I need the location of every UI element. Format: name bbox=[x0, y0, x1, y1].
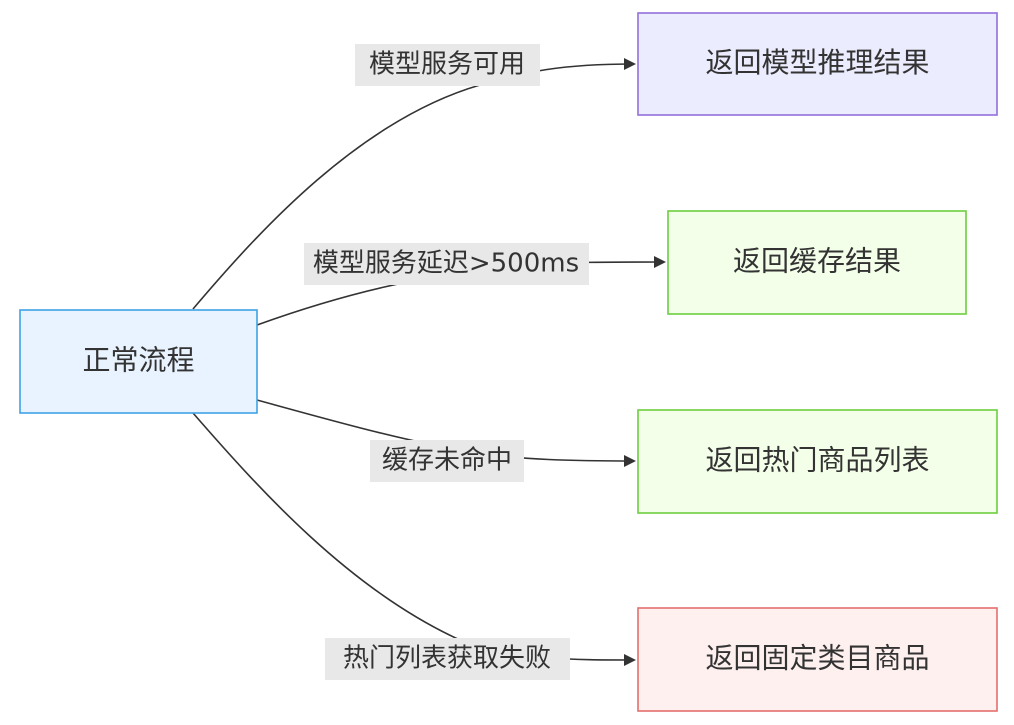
edge-label-bg bbox=[355, 44, 540, 86]
node-target-1[interactable]: 返回模型推理结果 bbox=[637, 12, 998, 116]
node-target-label: 返回固定类目商品 bbox=[705, 642, 929, 675]
edge-label-text: 热门列表获取失败 bbox=[343, 644, 551, 674]
node-target-box bbox=[667, 210, 967, 315]
node-target-4[interactable]: 返回固定类目商品 bbox=[637, 607, 998, 712]
edge-label-2: 模型服务延迟>500ms bbox=[304, 243, 589, 285]
node-target-3[interactable]: 返回热门商品列表 bbox=[637, 409, 998, 514]
node-target-box bbox=[637, 12, 998, 116]
edge-label-bg bbox=[325, 638, 570, 680]
edge-label-4: 热门列表获取失败 bbox=[325, 638, 570, 680]
node-target-box bbox=[637, 409, 998, 514]
node-target-label: 返回缓存结果 bbox=[733, 245, 901, 278]
node-source[interactable]: 正常流程 bbox=[19, 309, 258, 414]
edge-label-text: 模型服务延迟>500ms bbox=[313, 249, 579, 279]
node-target-label: 返回模型推理结果 bbox=[705, 46, 929, 79]
edge-label-bg bbox=[370, 440, 524, 482]
node-source-label: 正常流程 bbox=[82, 344, 194, 377]
node-target-2[interactable]: 返回缓存结果 bbox=[667, 210, 967, 315]
edge-label-bg bbox=[304, 243, 589, 285]
edge-label-text: 缓存未命中 bbox=[382, 446, 512, 476]
edge-label-text: 模型服务可用 bbox=[369, 50, 525, 80]
node-target-label: 返回热门商品列表 bbox=[705, 444, 929, 477]
edge-1 bbox=[192, 58, 636, 310]
edge-label-3: 缓存未命中 bbox=[370, 440, 524, 482]
node-target-box bbox=[637, 607, 998, 712]
node-source-box bbox=[19, 309, 258, 414]
edge-label-1: 模型服务可用 bbox=[355, 44, 540, 86]
